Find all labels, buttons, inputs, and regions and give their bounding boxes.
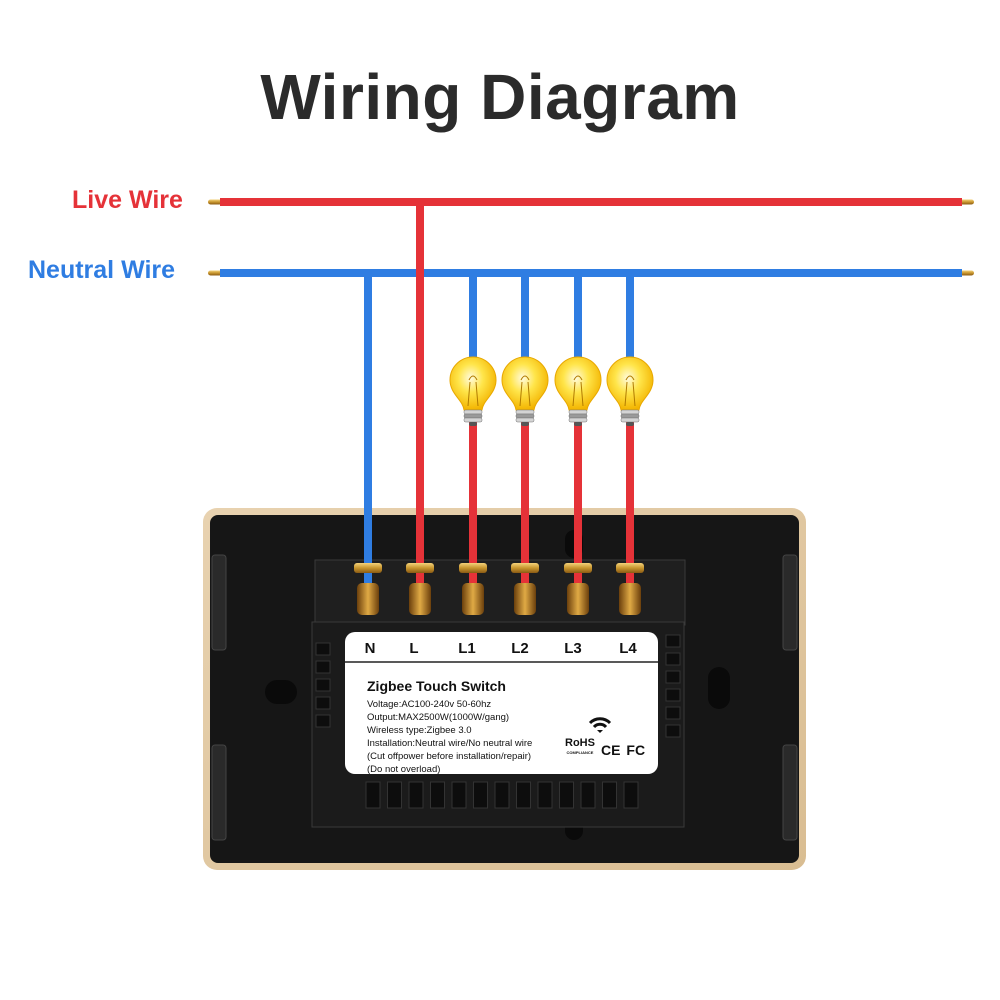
neutral-drop-l4 [626, 273, 634, 363]
bulb-glass [554, 356, 602, 411]
bulb-contact [469, 422, 477, 426]
load-wire-l2 [521, 420, 529, 595]
light-bulb-icon [554, 356, 602, 426]
vent-slot [408, 781, 424, 809]
neutral-drop-n [364, 273, 372, 593]
bulb-base [515, 417, 535, 423]
terminal-label-l4: L4 [619, 640, 637, 657]
vent-slot [580, 781, 596, 809]
neutral-wire-tip-left [208, 270, 222, 276]
bulb-filament [519, 375, 531, 407]
terminal-label-l2: L2 [511, 640, 529, 657]
bulb-base [515, 409, 535, 415]
terminal-screw-l2 [514, 583, 536, 615]
diagram-title: Wiring Diagram [260, 61, 740, 133]
load-wire-l4 [626, 420, 634, 595]
terminal-label-l1: L1 [458, 640, 476, 657]
bulb-base [568, 417, 588, 423]
vent-slot [494, 781, 510, 809]
bulb-base [620, 409, 640, 415]
spec-installation: Installation:Neutral wire/No neutral wir… [367, 738, 533, 749]
terminal-screw-l [409, 583, 431, 615]
bulb-base [515, 413, 535, 419]
terminal-clamp-l1 [459, 563, 487, 573]
terminal-clamp-n [354, 563, 382, 573]
bulb-filament [572, 375, 584, 407]
bulb-contact [626, 422, 634, 426]
vent-slot [537, 781, 553, 809]
spec-warning-power: (Cut offpower before installation/repair… [367, 751, 532, 762]
terminal-labels: N L L1 L2 L3 L4 [348, 640, 658, 662]
vent-slot [602, 781, 617, 809]
rohs-mark: RoHS COMPLIANCE [565, 737, 595, 756]
side-clips [211, 554, 798, 841]
terminal-screw-n [357, 583, 379, 615]
live-wire-tip-right [960, 199, 974, 205]
terminal-screw-l4 [619, 583, 641, 615]
bulb-glass [501, 356, 549, 411]
terminal-clamp-l3 [564, 563, 592, 573]
spec-voltage: Voltage:AC100-240v 50-60hz [367, 699, 492, 710]
spec-warning-overload: (Do not overload) [367, 764, 441, 775]
neutral-wire-tip-right [960, 270, 974, 276]
vent-slot [365, 781, 381, 809]
spec-lines: Voltage:AC100-240v 50-60hz Output:MAX250… [367, 698, 532, 776]
terminal-clamp-l [406, 563, 434, 573]
terminal-label-l3: L3 [564, 640, 582, 657]
mounting-hole-right [708, 667, 730, 709]
light-bulb-icon [449, 356, 497, 426]
product-name: Zigbee Touch Switch [367, 678, 506, 694]
neutral-drop-l3 [574, 273, 582, 363]
vent-slot [451, 781, 467, 809]
vent-slot [430, 781, 445, 809]
neutral-wire-label: Neutral Wire [28, 256, 176, 284]
vent-slots [315, 634, 681, 738]
spec-wireless: Wireless type:Zigbee 3.0 [367, 725, 472, 736]
spec-output: Output:MAX2500W(1000W/gang) [367, 712, 510, 723]
neutral-wire [220, 269, 962, 277]
load-wire-l1 [469, 420, 477, 595]
mounting-hole-left [265, 680, 297, 704]
bulb-filament [467, 375, 479, 407]
bulb-base [463, 409, 483, 415]
bulb-base [620, 417, 640, 423]
bulb-glass [449, 356, 497, 411]
neutral-drop-l1 [469, 273, 477, 363]
fc-mark: FC [626, 742, 646, 758]
bulb-contact [574, 422, 582, 426]
terminal-screw-l1 [462, 583, 484, 615]
terminal-clamp-l4 [616, 563, 644, 573]
wifi-icon [588, 717, 612, 733]
terminal-label-n: N [364, 640, 376, 657]
spec-label [345, 632, 658, 774]
certification-marks: RoHS COMPLIANCE CE FC [565, 737, 646, 759]
terminal-screw-l3 [567, 583, 589, 615]
light-bulb-icon [606, 356, 654, 426]
vent-slot [559, 781, 574, 809]
vent-slot [623, 781, 639, 809]
light-bulb-icon [501, 356, 549, 426]
terminal-label-l: L [409, 640, 419, 657]
live-drop-l [416, 202, 424, 592]
bulb-filament [624, 375, 636, 407]
live-wire-tip-left [208, 199, 222, 205]
terminal-clamp-l2 [511, 563, 539, 573]
neutral-drop-l2 [521, 273, 529, 363]
bulb-base [620, 413, 640, 419]
bulb-base [463, 413, 483, 419]
live-wire-label: Live Wire [72, 186, 183, 214]
vent-slot [473, 781, 488, 809]
vent-slot [516, 781, 531, 809]
bulb-base [463, 417, 483, 423]
bulb-base [568, 413, 588, 419]
bulb-glass [606, 356, 654, 411]
live-wire [220, 198, 962, 206]
bulb-contact [521, 422, 529, 426]
bulb-base [568, 409, 588, 415]
bottom-vent-slots [365, 781, 639, 809]
load-wire-l3 [574, 420, 582, 595]
ce-mark: CE [600, 742, 621, 758]
vent-slot [387, 781, 402, 809]
